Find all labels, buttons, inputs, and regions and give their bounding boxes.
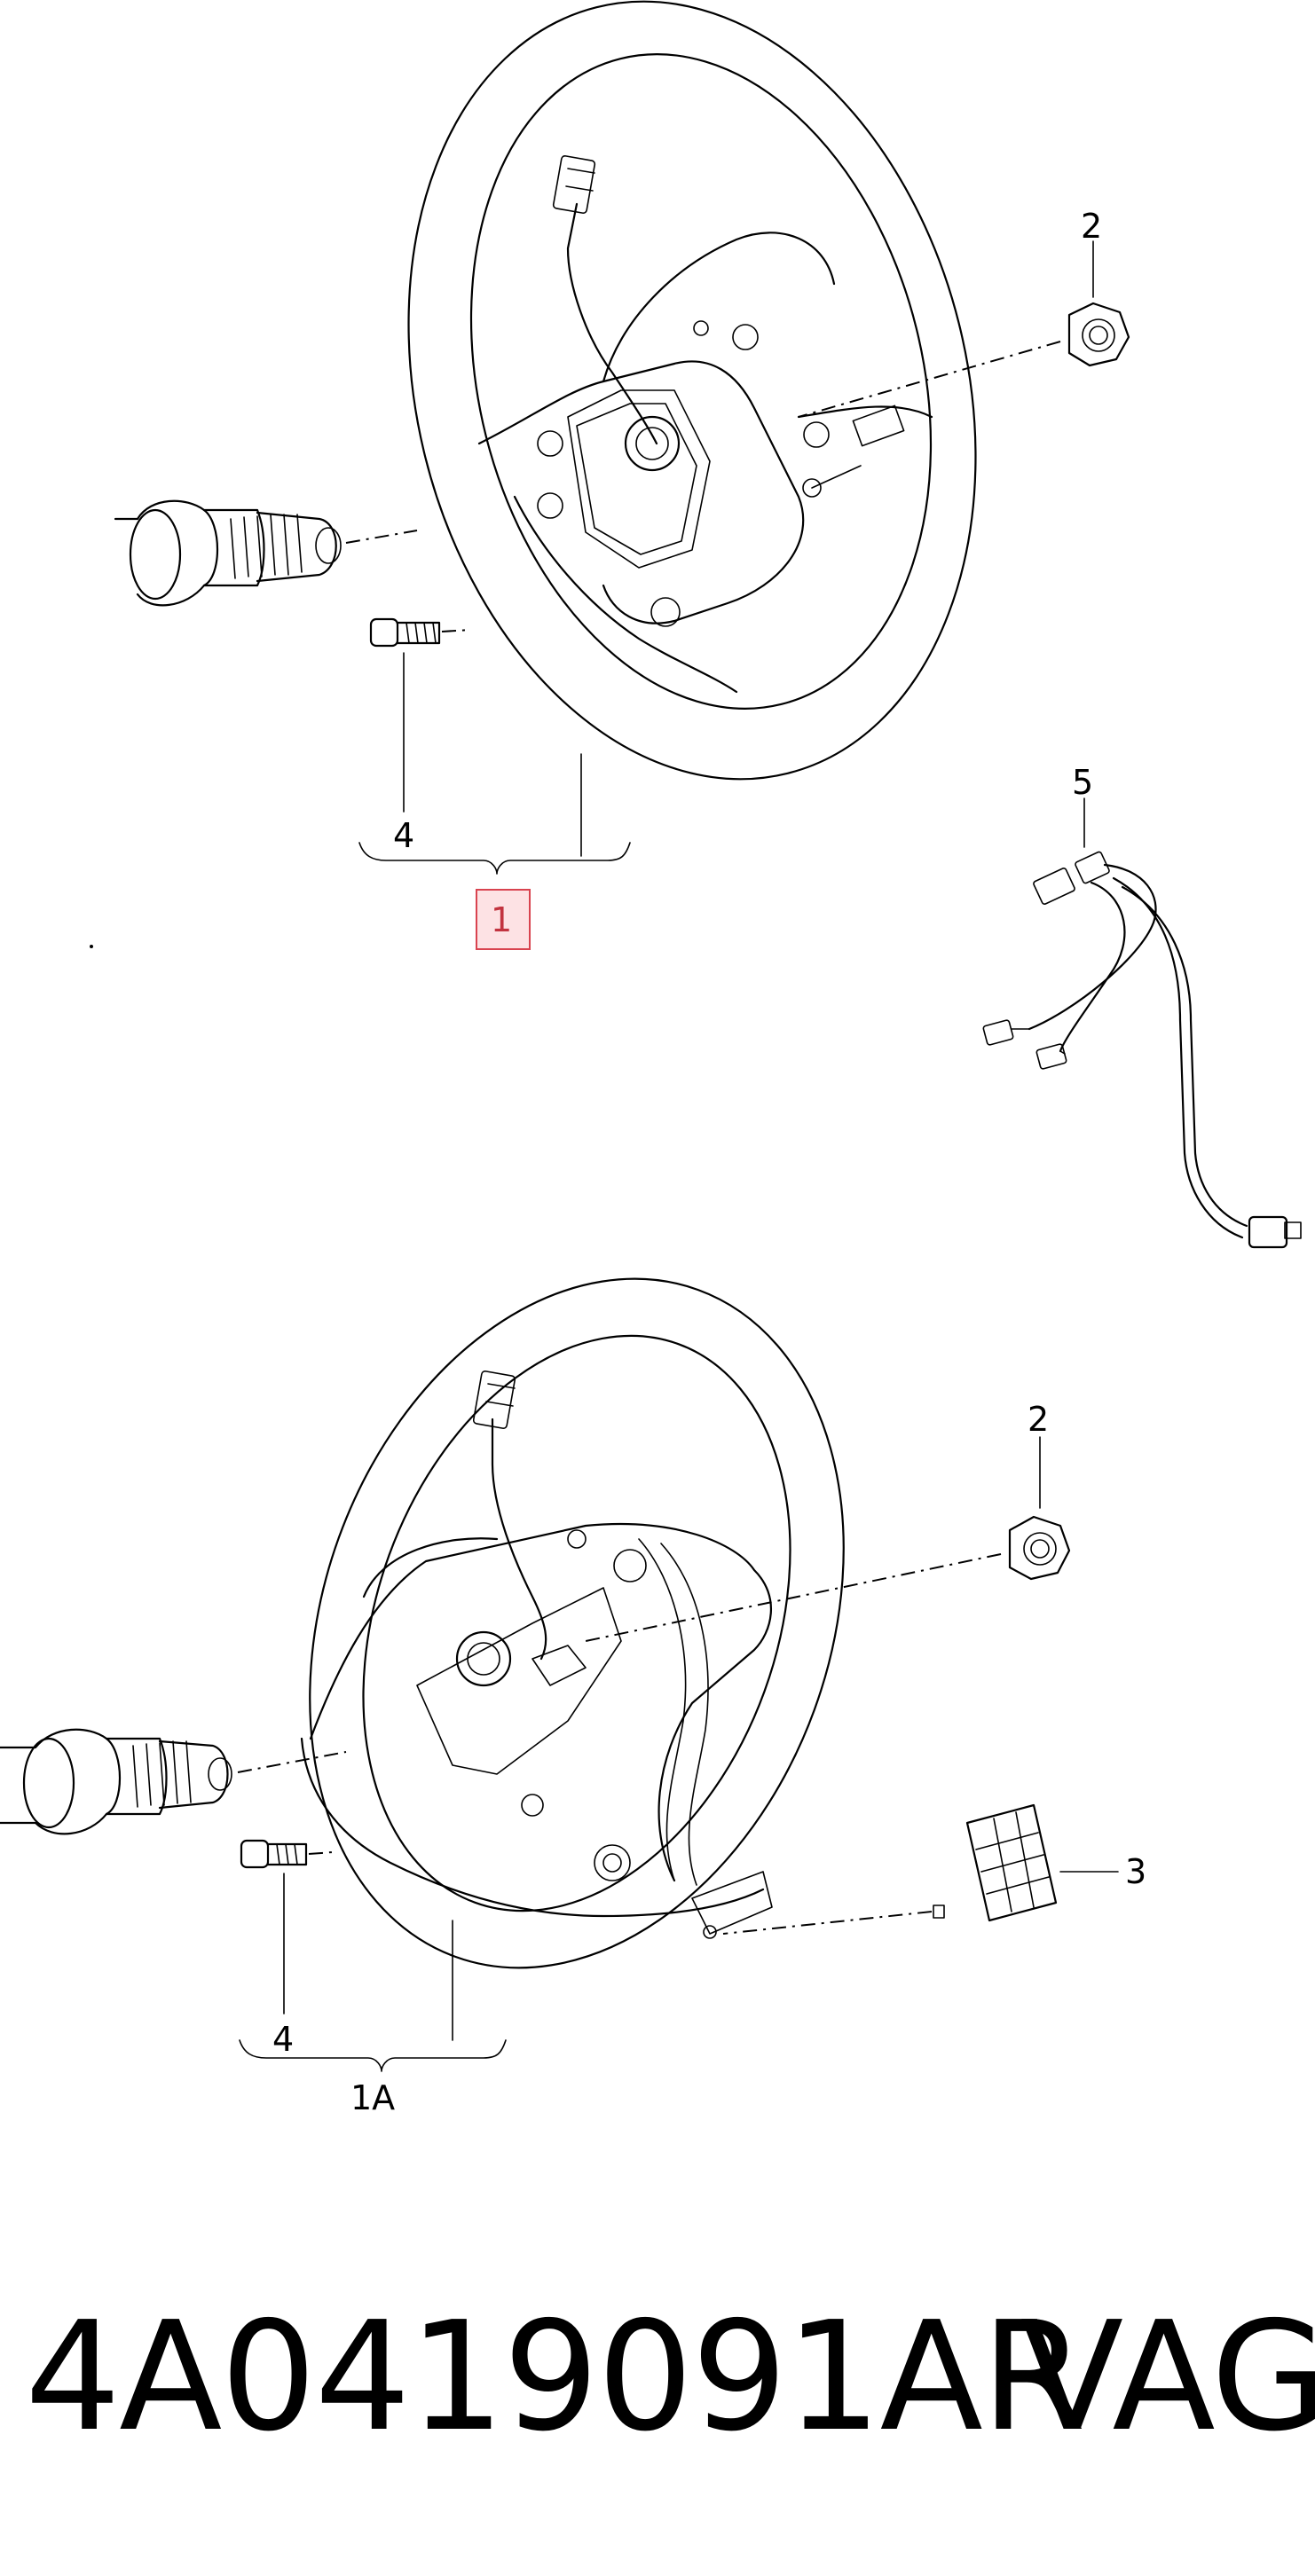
- callout-label-nut-top: 2: [1081, 207, 1102, 246]
- bolt-bottom: [240, 1839, 334, 1869]
- callout-label-assembly-top: 1: [491, 900, 512, 939]
- steering-wheel-top: [407, 0, 977, 781]
- steering-wheel-bottom: [300, 1277, 845, 1969]
- callout-lines-top: [358, 240, 1094, 875]
- callout-label-harness: 5: [1072, 763, 1093, 802]
- callout-label-bolt-bottom: 4: [272, 2020, 294, 2059]
- callout-lines-bottom: [239, 1436, 1119, 2072]
- steering-column-shaft-bottom: [0, 1728, 347, 1835]
- highlight-box-part-1: [476, 889, 531, 950]
- instruction-label-plate: [722, 1803, 1058, 1935]
- callout-label-bolt-top: 4: [393, 816, 414, 855]
- stray-dot: [90, 945, 93, 948]
- callout-label-assembly-bottom: 1A: [350, 2078, 395, 2117]
- nut-top: [798, 302, 1130, 418]
- nut-bottom: [585, 1515, 1071, 1642]
- footer: 4A0419091AR VAG: [0, 2289, 1315, 2466]
- wiring-harness: [982, 797, 1302, 1249]
- brand-name: VAG: [1020, 2289, 1315, 2465]
- steering-column-shaft-top: [114, 499, 418, 607]
- callout-label-plate: 3: [1125, 1852, 1146, 1891]
- bolt-top: [369, 617, 471, 648]
- part-number: 4A0419091AR: [25, 2289, 1086, 2465]
- callout-label-nut-bottom: 2: [1028, 1400, 1049, 1439]
